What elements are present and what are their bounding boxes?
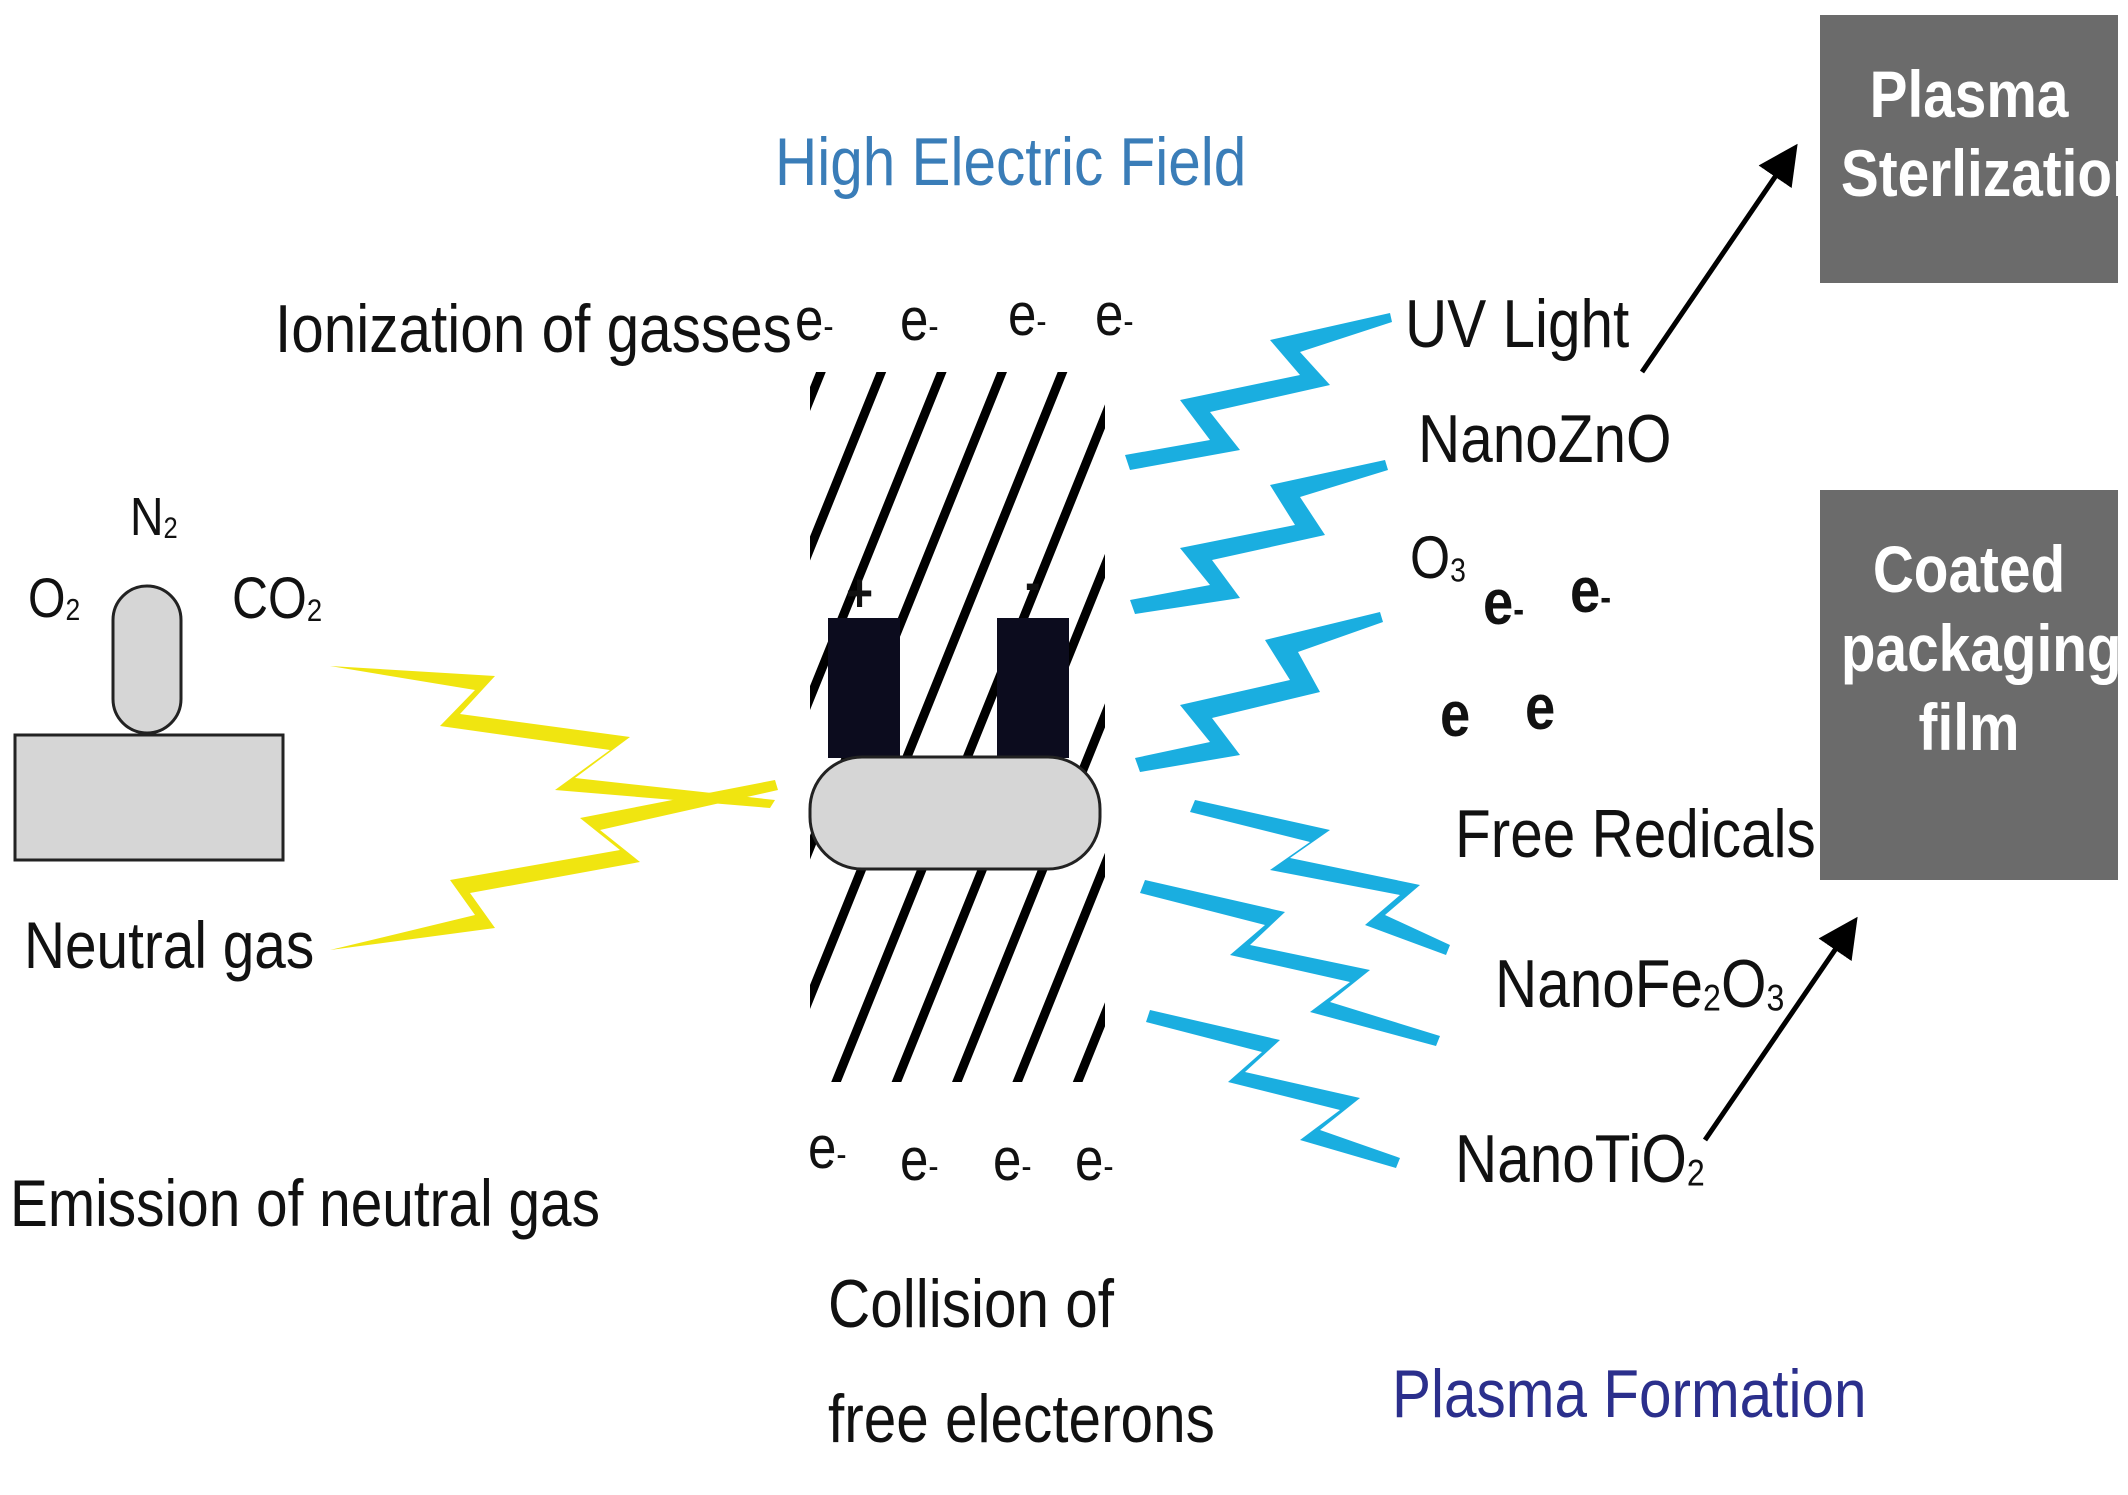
- plasma-sterilization-box: Plasma Sterlization: [1820, 15, 2128, 283]
- collision-label-line1: Collision of: [828, 1266, 1115, 1342]
- free-radicals-label: Free Redicals: [1455, 796, 1816, 872]
- negative-electrode: [997, 618, 1069, 758]
- plasma-sterilization-line1: Plasma: [1869, 57, 2069, 131]
- plasma-sterilization-line2: Sterlization: [1840, 136, 2128, 211]
- arrow-to-sterilization: [1639, 143, 1798, 374]
- electron-right-1: e-: [1483, 566, 1525, 638]
- blue-lightning-bolt-2: [1130, 460, 1388, 614]
- o2-label: O2: [28, 566, 81, 629]
- electron-top-3: e-: [1008, 281, 1047, 348]
- electron-right-4: e: [1525, 671, 1556, 743]
- o3-label: O3: [1410, 524, 1466, 591]
- emission-of-neutral-gas-label: Emission of neutral gas: [10, 1166, 600, 1240]
- neutral-gas-substrate: [13, 733, 285, 862]
- co2-label: CO2: [232, 566, 323, 631]
- neutral-gas-molecule: [111, 584, 183, 735]
- yellow-lightning-bolt-upper: [330, 666, 775, 808]
- blue-lightning-bolt-5: [1140, 880, 1440, 1046]
- blue-lightning-bolt-3: [1135, 612, 1383, 772]
- yellow-lightning-bolt-lower: [330, 780, 778, 950]
- electron-right-3: e: [1440, 678, 1471, 750]
- electron-right-2: e-: [1570, 554, 1612, 626]
- electron-bottom-1: e-: [808, 1114, 847, 1181]
- positive-electrode: [828, 618, 900, 758]
- ionization-of-gasses-label: Ionization of gasses: [275, 291, 792, 367]
- electron-bottom-4: e-: [1075, 1126, 1114, 1193]
- electron-top-1: e-: [795, 286, 834, 353]
- electron-top-4: e-: [1095, 281, 1134, 348]
- nano-zno-label: NanoZnO: [1418, 401, 1672, 477]
- plasma-formation-label: Plasma Formation: [1392, 1356, 1867, 1432]
- n2-label: N2: [130, 487, 178, 547]
- blue-lightning-bolt-6: [1146, 1010, 1400, 1168]
- uv-light-label: UV Light: [1405, 286, 1630, 362]
- minus-sign: -: [1025, 553, 1041, 613]
- coated-packaging-film-box: Coated packaging film: [1820, 490, 2122, 880]
- electron-bottom-2: e-: [900, 1126, 939, 1193]
- electron-top-2: e-: [900, 286, 939, 353]
- blue-lightning-bolt-1: [1125, 313, 1392, 470]
- neutral-gas-label: Neutral gas: [24, 908, 315, 982]
- collision-label-line2: free electerons: [828, 1381, 1215, 1457]
- arrow-to-coated-film: [1702, 916, 1858, 1142]
- coated-packaging-line1: Coated: [1872, 532, 2066, 606]
- nano-tio2-label: NanoTiO2: [1455, 1121, 1705, 1197]
- coated-packaging-line2: packaging: [1840, 611, 2122, 686]
- coated-packaging-line3: film: [1918, 690, 2020, 765]
- electron-bottom-3: e-: [993, 1126, 1032, 1193]
- electrode-base-bar: [808, 755, 1102, 871]
- nano-fe2o3-label: NanoFe2O3: [1495, 946, 1785, 1022]
- high-electric-field-label: High Electric Field: [775, 124, 1247, 200]
- plus-sign: +: [846, 563, 874, 623]
- blue-lightning-bolt-4: [1190, 800, 1450, 955]
